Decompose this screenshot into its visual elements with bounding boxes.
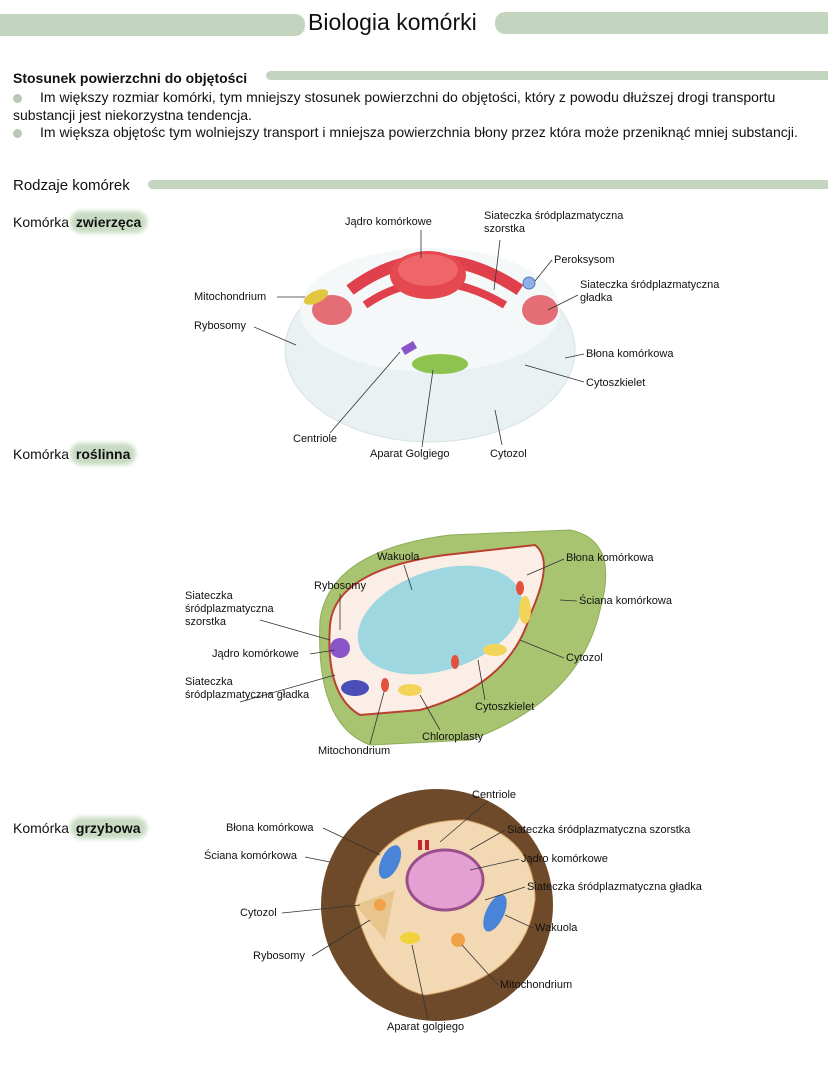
plant-cell-illustration <box>319 529 607 746</box>
section-bar <box>266 71 828 80</box>
page-title: Biologia komórki <box>308 9 477 35</box>
header-bar-right <box>495 12 828 34</box>
header-bar-left <box>0 14 305 36</box>
section-bar <box>148 180 828 189</box>
label-chloroplasts: Chloroplasty <box>422 731 484 743</box>
label-membrane: Błona komórkowa <box>226 822 314 834</box>
animal-cell-heading: Komórka zwierzęca <box>13 214 145 230</box>
label-smooth-er: Siateczka śródplazmatyczna gładka <box>527 881 702 893</box>
label-golgi: Aparat golgiego <box>387 1021 465 1033</box>
label-nucleus: Jądro komórkowe <box>345 216 432 228</box>
label-wall: Ściana komórkowa <box>204 850 297 862</box>
label-vacuole: Wakuola <box>535 922 578 934</box>
label-centriole: Centriole <box>293 433 338 445</box>
label-cytoskeleton: Cytoszkielet <box>586 377 646 389</box>
label-centriole: Centriole <box>472 789 517 801</box>
label-membrane: Błona komórkowa <box>586 348 674 360</box>
label-wall: Ściana komórkowa <box>579 595 672 607</box>
label-cytoskeleton: Cytoszkielet <box>475 701 535 713</box>
fungal-cell-illustration <box>321 789 553 1021</box>
label-ribosomes: Rybosomy <box>253 950 305 962</box>
fungal-cell-heading: Komórka grzybowa <box>13 820 144 836</box>
animal-cell-illustration <box>284 248 576 443</box>
label-nucleus: Jądro komórkowe <box>521 853 608 865</box>
label-ribosomes: Rybosomy <box>314 580 366 592</box>
label-nucleus: Jądro komórkowe <box>212 648 299 660</box>
label-golgi: Aparat Golgiego <box>370 448 450 460</box>
label-cytosol: Cytozol <box>566 652 603 664</box>
label-membrane: Błona komórkowa <box>566 552 654 564</box>
label-mitochondrium: Mitochondrium <box>318 745 391 757</box>
section-heading-surface-volume: Stosunek powierzchni do objętości <box>13 70 248 86</box>
section-heading-cell-types: Rodzaje komórek <box>13 177 130 194</box>
bullet-1: Im większy rozmiar komórki, tym mniejszy… <box>13 89 776 123</box>
label-rough-er: Siateczka śródplazmatyczna szorstka <box>507 824 691 836</box>
bullet-2: Im większa objętośc tym wolniejszy trans… <box>13 123 813 141</box>
label-cytosol: Cytozol <box>490 448 527 460</box>
label-peroxisome: Peroksysom <box>554 254 615 266</box>
label-vacuole: Wakuola <box>377 551 420 563</box>
label-mitochondrium: Mitochondrium <box>500 979 573 991</box>
label-mitochondrium: Mitochondrium <box>194 291 267 303</box>
label-cytosol: Cytozol <box>240 907 277 919</box>
bullet-dot-icon <box>13 93 22 103</box>
bullet-dot-icon <box>13 128 22 138</box>
plant-cell-heading: Komórka roślinna <box>13 446 134 462</box>
label-ribosomes: Rybosomy <box>194 320 246 332</box>
